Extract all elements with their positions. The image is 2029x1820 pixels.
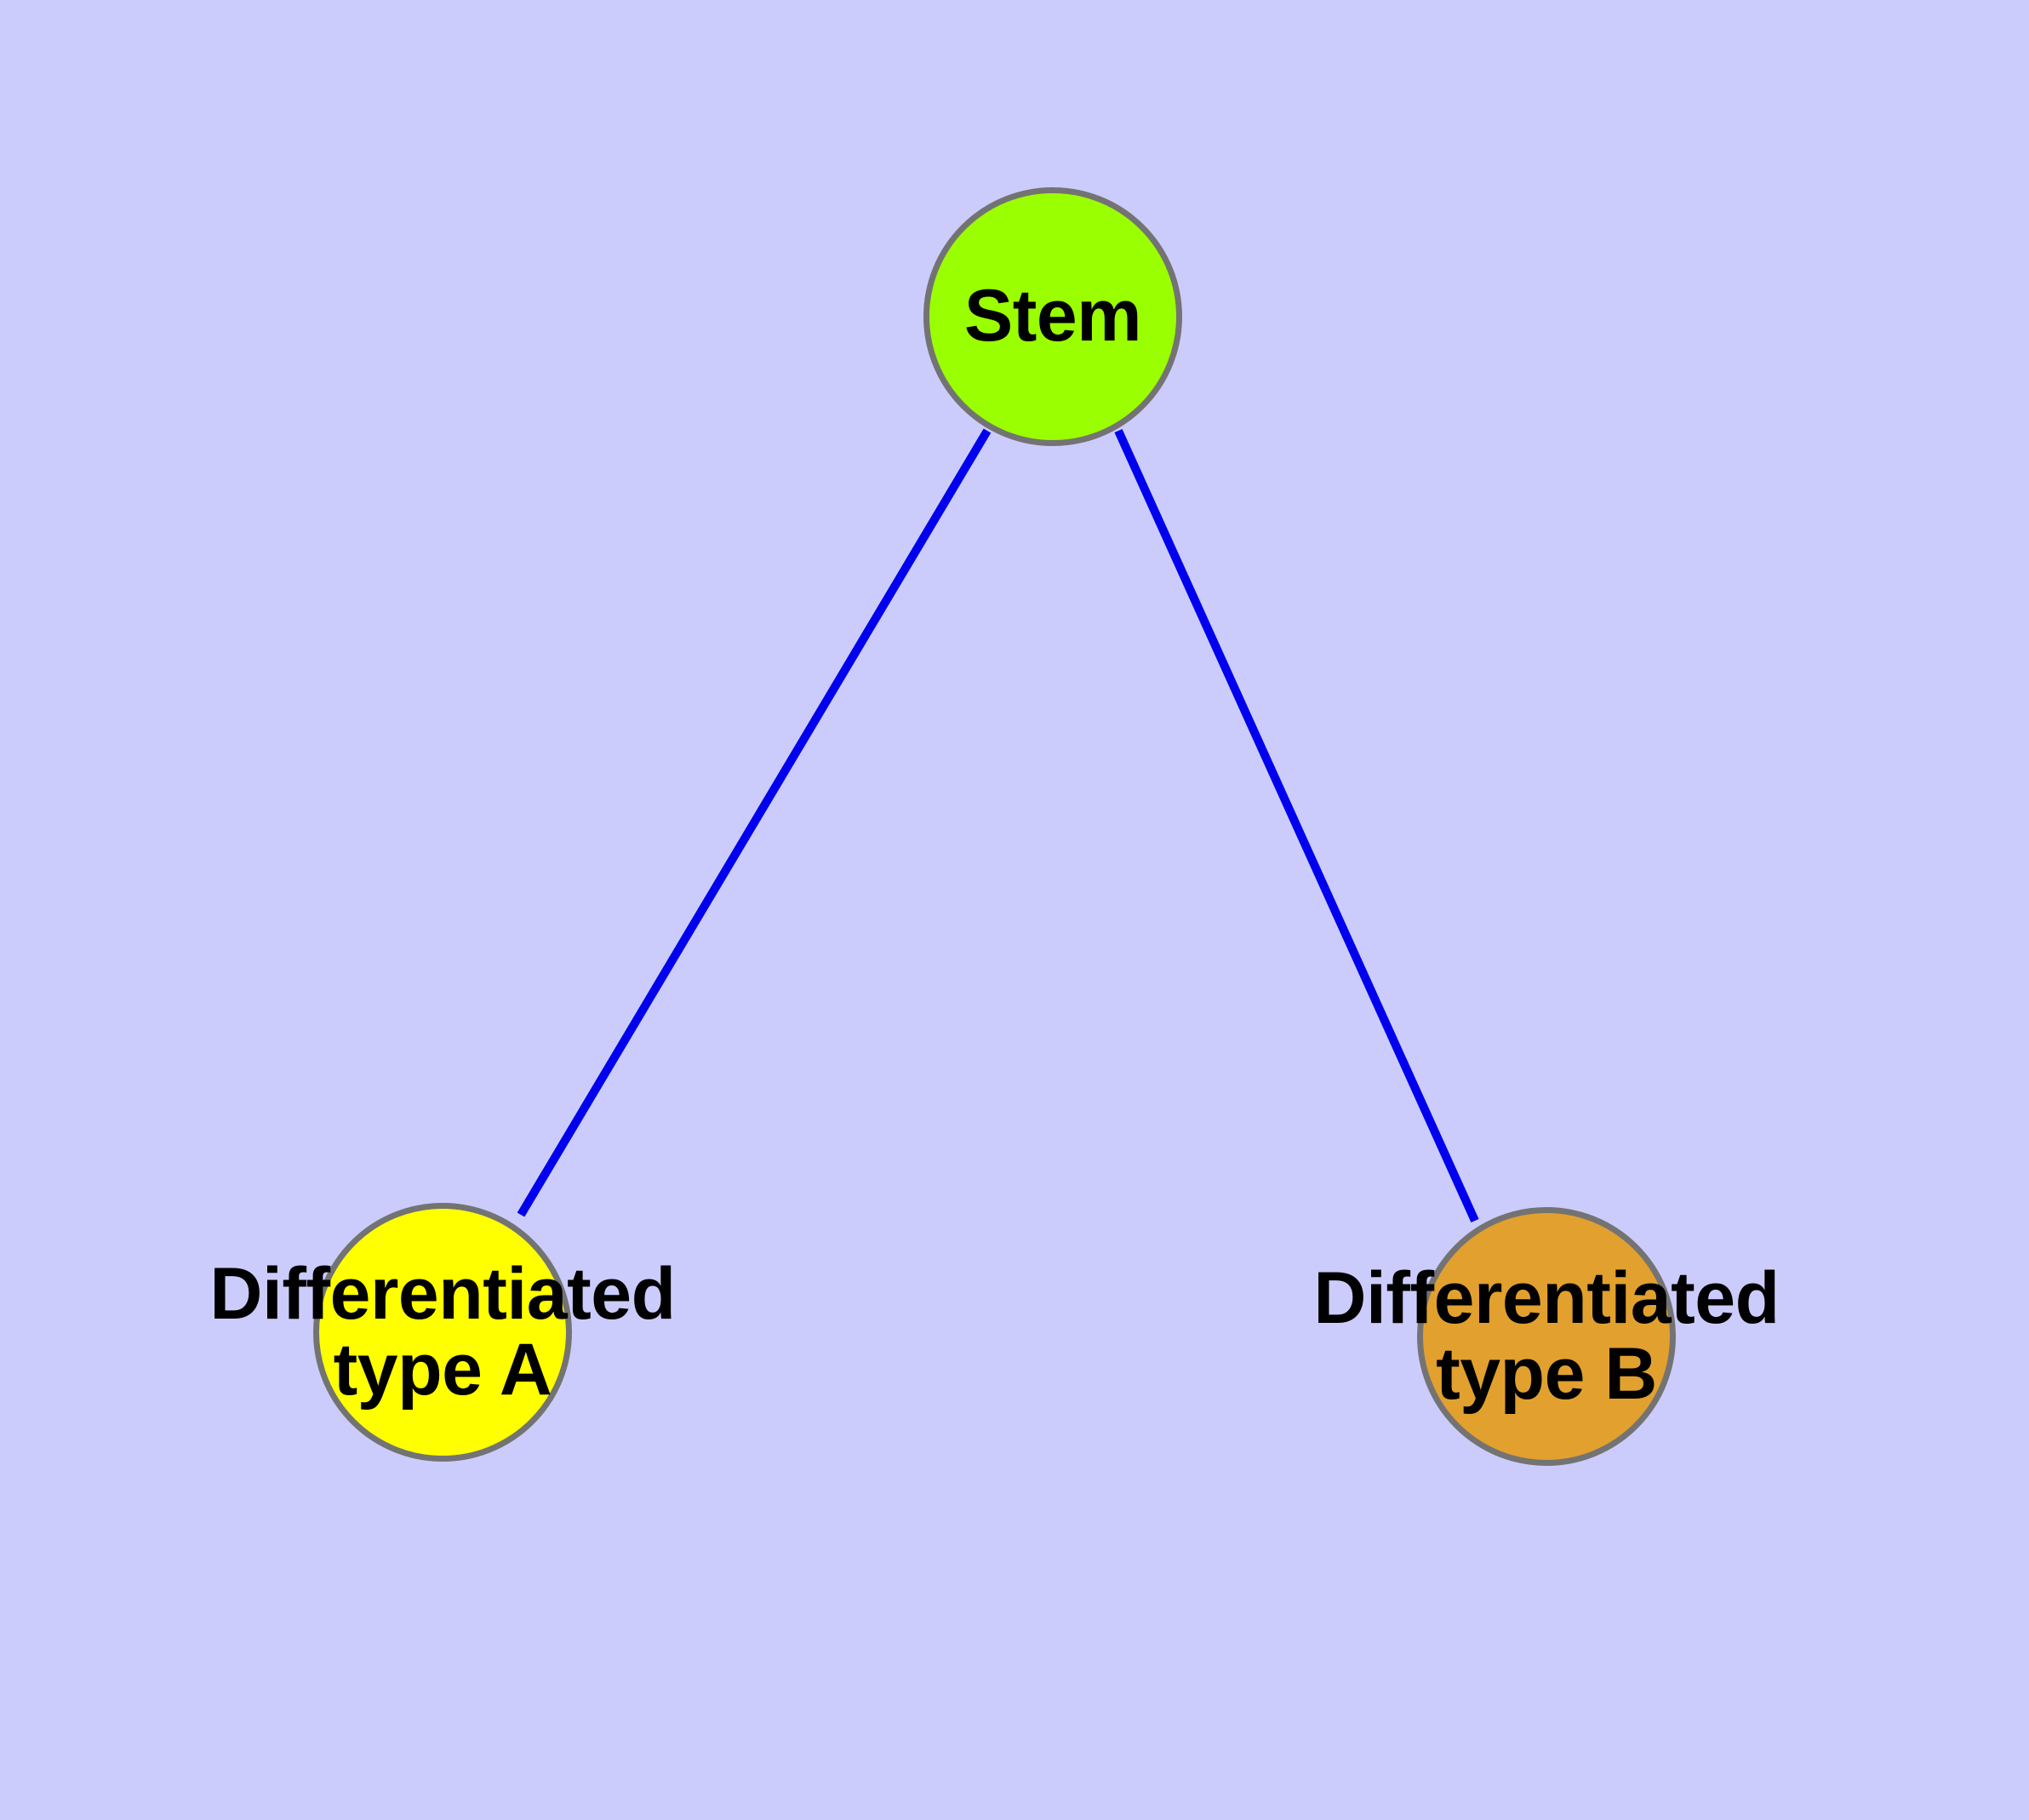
- node-label-differentiated-type-a: Differentiated type A: [209, 1252, 676, 1411]
- node-label-stem: Stem: [963, 275, 1142, 358]
- node-label-differentiated-type-b: Differentiated type B: [1313, 1256, 1780, 1415]
- edge-stem-to-diff-b: [1114, 428, 1479, 1223]
- edge-stem-to-diff-a: [517, 428, 992, 1217]
- node-differentiated-type-b[interactable]: [1417, 1207, 1676, 1466]
- node-stem[interactable]: [923, 187, 1182, 446]
- node-differentiated-type-a[interactable]: [313, 1203, 572, 1462]
